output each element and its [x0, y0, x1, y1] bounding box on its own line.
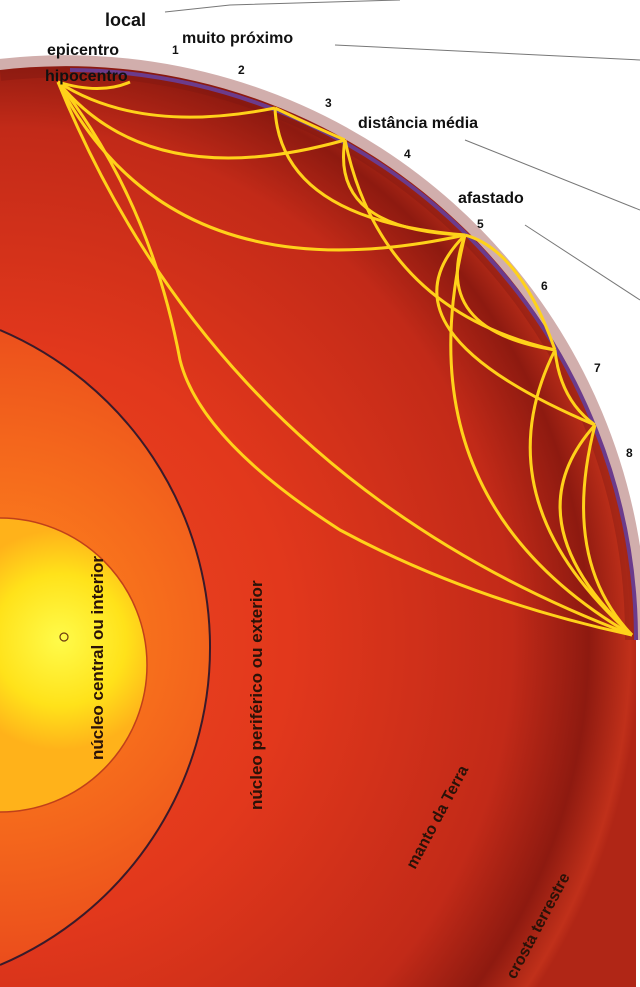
station-2: 2 — [238, 63, 245, 77]
station-8: 8 — [626, 446, 633, 460]
label-outer-core: núcleo periférico ou exterior — [247, 580, 266, 810]
station-7: 7 — [594, 361, 601, 375]
station-4: 4 — [404, 147, 411, 161]
station-6: 6 — [541, 279, 548, 293]
label-local: local — [105, 10, 146, 30]
station-5: 5 — [477, 217, 484, 231]
label-epicentro: epicentro — [47, 42, 119, 59]
label-muito-proximo: muito próximo — [182, 30, 293, 47]
label-inner-core: núcleo central ou interior — [88, 556, 107, 760]
station-1: 1 — [172, 43, 179, 57]
station-3: 3 — [325, 96, 332, 110]
label-distancia-media: distância média — [358, 115, 478, 132]
label-hipocentro: hipocentro — [45, 68, 128, 85]
label-afastado: afastado — [458, 190, 524, 207]
